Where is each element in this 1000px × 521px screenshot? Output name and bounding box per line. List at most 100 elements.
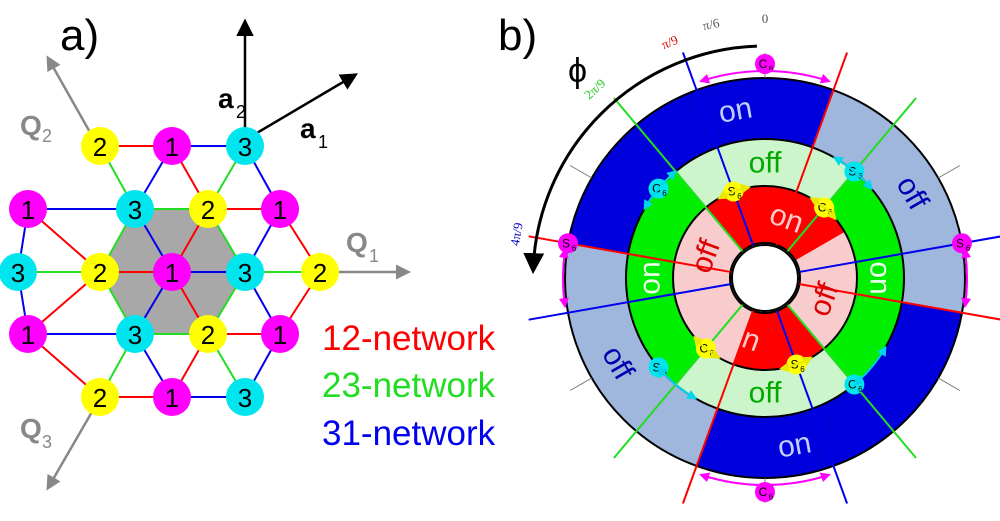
lattice-site [0, 253, 37, 291]
inner-ring-sector [733, 304, 825, 370]
symmetry-marker-sub: 6 [769, 65, 774, 74]
symmetry-marker-label: S [956, 236, 964, 250]
symmetry-marker [755, 54, 775, 74]
lattice-vectors: a 2 a 1 Q 2 Q 1 Q 3 [20, 18, 411, 491]
ring-outline [672, 185, 858, 371]
symmetry-arrow [961, 247, 972, 309]
q1-label: Q [346, 227, 368, 258]
lattice-site-label: 3 [238, 258, 252, 288]
symmetry-arrow [852, 345, 887, 386]
dial-tick [569, 165, 593, 179]
lattice-site [9, 315, 47, 353]
lattice-site-label: 2 [93, 132, 107, 162]
outer-ring-sector [636, 77, 834, 172]
outer-ring-label: on [716, 91, 755, 129]
inner-ring-sector [672, 207, 754, 365]
q3-sub: 3 [42, 432, 52, 452]
outer-ring-label: on [775, 426, 814, 464]
lattice-site-label: 1 [273, 195, 287, 225]
angle-label: π/6 [701, 15, 721, 33]
symmetry-arrow [699, 70, 831, 84]
panel-a-label: a) [60, 11, 99, 60]
lattice-site [226, 127, 264, 165]
lattice-site [189, 190, 227, 228]
lattice-site-label: 1 [165, 383, 179, 413]
phase-boundary-line [681, 52, 754, 246]
phase-boundary-line [776, 310, 849, 504]
q3-label: Q [20, 413, 42, 444]
legend-12-network: 12-network [322, 319, 496, 358]
dial-hole-outline [731, 244, 799, 312]
lattice-site-label: 1 [21, 320, 35, 350]
lattice-site [81, 253, 119, 291]
lattice-site-label: 3 [128, 195, 142, 225]
outer-ring-sector [565, 243, 718, 466]
lattice-site-label: 1 [21, 195, 35, 225]
network-legend: 12-network 23-network 31-network [322, 319, 496, 453]
angle-label: 0 [762, 11, 769, 26]
a2-sub: 2 [236, 102, 246, 122]
symmetry-marker [755, 482, 775, 502]
lattice-site [261, 190, 299, 228]
a1-sub: 1 [318, 132, 328, 152]
lattice-site [153, 127, 191, 165]
lattice-site-label: 2 [93, 383, 107, 413]
symmetry-marker-sub: 6 [572, 244, 577, 253]
middle-ring-sector [824, 171, 904, 385]
symmetry-marker-sub: 6 [858, 385, 863, 394]
lattice-site [189, 315, 227, 353]
lattice-site [261, 315, 299, 353]
lattice-site [81, 127, 119, 165]
phase-boundary-line [528, 283, 731, 321]
symmetry-arrow [832, 156, 873, 191]
symmetry-marker-label: S [653, 360, 661, 374]
legend-31-network: 31-network [322, 414, 496, 453]
lattice-site-label: 2 [313, 258, 327, 288]
middle-ring-label: on [864, 261, 897, 294]
lattice-site-label: 2 [201, 195, 215, 225]
lattice-site [153, 253, 191, 291]
a2-label: a [218, 83, 234, 114]
lattice-site [81, 378, 119, 416]
lattice-site-label: 3 [238, 383, 252, 413]
a1-label: a [300, 113, 316, 144]
lattice-site-label: 2 [201, 320, 215, 350]
lattice-site-label: 3 [11, 258, 25, 288]
lattice-site-label: 1 [165, 258, 179, 288]
dial-tick [569, 377, 593, 391]
phi-label: ϕ [568, 52, 587, 90]
phase-boundary-line [776, 52, 849, 246]
lattice-site-label: 1 [273, 320, 287, 350]
symmetry-arrow [558, 247, 569, 309]
panel-b-label: b) [498, 11, 537, 60]
dial-tick [937, 165, 961, 179]
angle-label: 4π/9 [507, 221, 526, 246]
symmetry-marker-label: C [759, 485, 768, 499]
lattice-site [153, 378, 191, 416]
outer-ring-sector [696, 302, 962, 478]
symmetry-marker-sub: 6 [662, 189, 667, 198]
symmetry-arrow [643, 170, 678, 211]
ring-outline [729, 242, 801, 314]
lattice-site-label: 2 [93, 258, 107, 288]
middle-ring-label: off [749, 147, 782, 180]
lattice-site-label: 3 [128, 320, 142, 350]
outer-ring-sector [812, 90, 965, 313]
dial-tick [937, 377, 961, 391]
phase-boundary-line [681, 310, 754, 504]
symmetry-marker-label: C [848, 377, 857, 391]
phase-boundary-line [613, 97, 744, 252]
a1-arrow [244, 73, 359, 142]
symmetry-marker-sub: 6 [966, 244, 971, 253]
lattice-site [116, 190, 154, 228]
symmetry-marker-label: S [562, 236, 570, 250]
symmetry-arrow [693, 335, 721, 359]
phase-boundary-line [799, 283, 1000, 321]
middle-ring-sector [626, 171, 706, 385]
symmetry-marker-sub: 6 [800, 365, 805, 374]
lattice-site [226, 378, 264, 416]
